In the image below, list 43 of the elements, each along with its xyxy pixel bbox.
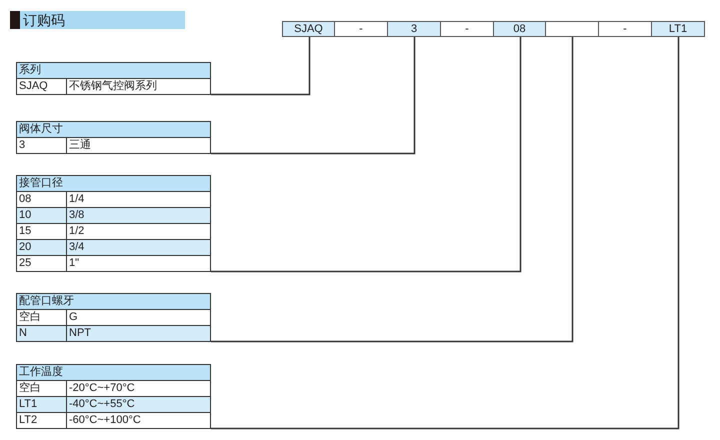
table-header: 阀体尺寸 [17, 122, 210, 138]
table-cell: 空白 [17, 310, 67, 325]
blank-code-cell [545, 21, 599, 37]
code-cell: LT1 [651, 21, 705, 37]
table-cell-text: G [68, 310, 79, 325]
table-cell: LT1 [17, 397, 67, 412]
code-cell: - [440, 21, 494, 37]
connector-line [211, 37, 522, 272]
table-cell: 08 [17, 192, 67, 207]
connector-line [211, 37, 310, 96]
connector-line [211, 37, 680, 430]
table-cell-text: NPT [68, 326, 92, 341]
table-cell: 20 [17, 240, 67, 255]
table-cell-text: 3/4 [68, 240, 86, 255]
table-cell: 15 [17, 224, 67, 239]
code-cell: 3 [387, 21, 441, 37]
table-cell: SJAQ [17, 79, 67, 94]
table-cell-text: 1/4 [68, 192, 86, 207]
title: 订购码 [23, 11, 65, 29]
table-cell: N [17, 326, 67, 341]
code-cell: - [598, 21, 652, 37]
table-header: 工作温度 [17, 365, 210, 381]
table-cell-text: -40°C~+55°C [68, 397, 136, 412]
table-header: 配管口螺牙 [17, 294, 210, 310]
table-header: 接管口径 [17, 176, 210, 192]
table-cell-text: 不锈钢气控阀系列 [68, 79, 158, 94]
code-cell: - [334, 21, 388, 37]
table-cell: 10 [17, 208, 67, 223]
table-cell: 25 [17, 256, 67, 271]
table-cell: 空白 [17, 381, 67, 396]
table-cell: LT2 [17, 413, 67, 428]
table-cell-text: -20°C~+70°C [68, 381, 136, 396]
table-cell-text: 1/2 [68, 224, 86, 239]
table-cell-text: -60°C~+100°C [68, 413, 142, 428]
table-cell: 3 [17, 138, 67, 153]
table-cell-text: 三通 [68, 138, 92, 153]
connector-line [211, 37, 574, 342]
table-cell-text: 1" [68, 256, 80, 271]
code-cell: 08 [493, 21, 546, 37]
table-cell-text: 3/8 [68, 208, 86, 223]
table-header: 系列 [17, 63, 210, 79]
code-cell: SJAQ [282, 21, 335, 37]
connector-line [211, 37, 416, 154]
